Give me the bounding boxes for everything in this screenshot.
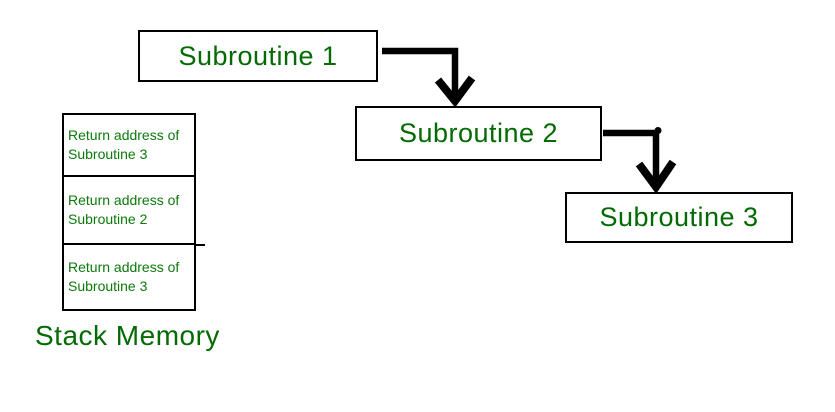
subroutine-3-box: Subroutine 3	[565, 192, 793, 243]
elbow-down-arrow-icon-sub1-to-sub2	[382, 47, 476, 108]
subroutine-2-box: Subroutine 2	[355, 106, 602, 161]
table-divider-overhang	[196, 244, 205, 246]
stack-memory-caption: Stack Memory	[35, 320, 220, 351]
elbow-down-arrow-icon-sub2-to-sub3	[603, 127, 677, 194]
subroutine-2-label: Subroutine 2	[398, 118, 559, 148]
stack-cell: Return address of Subroutine 3	[64, 115, 194, 175]
subroutine-3-label: Subroutine 3	[599, 202, 759, 232]
stack-cell: Return address of Subroutine 2	[64, 175, 194, 243]
stack-memory-table: Return address of Subroutine 3 Return ad…	[62, 113, 196, 311]
stack-cell-text: Return address of Subroutine 2	[68, 192, 180, 227]
subroutine-1-box: Subroutine 1	[138, 30, 378, 82]
stack-cell-text: Return address of Subroutine 3	[68, 259, 180, 294]
subroutine-1-label: Subroutine 1	[178, 40, 338, 71]
stack-cell: Return address of Subroutine 3	[64, 243, 194, 309]
stack-cell-text: Return address of Subroutine 3	[68, 127, 180, 162]
